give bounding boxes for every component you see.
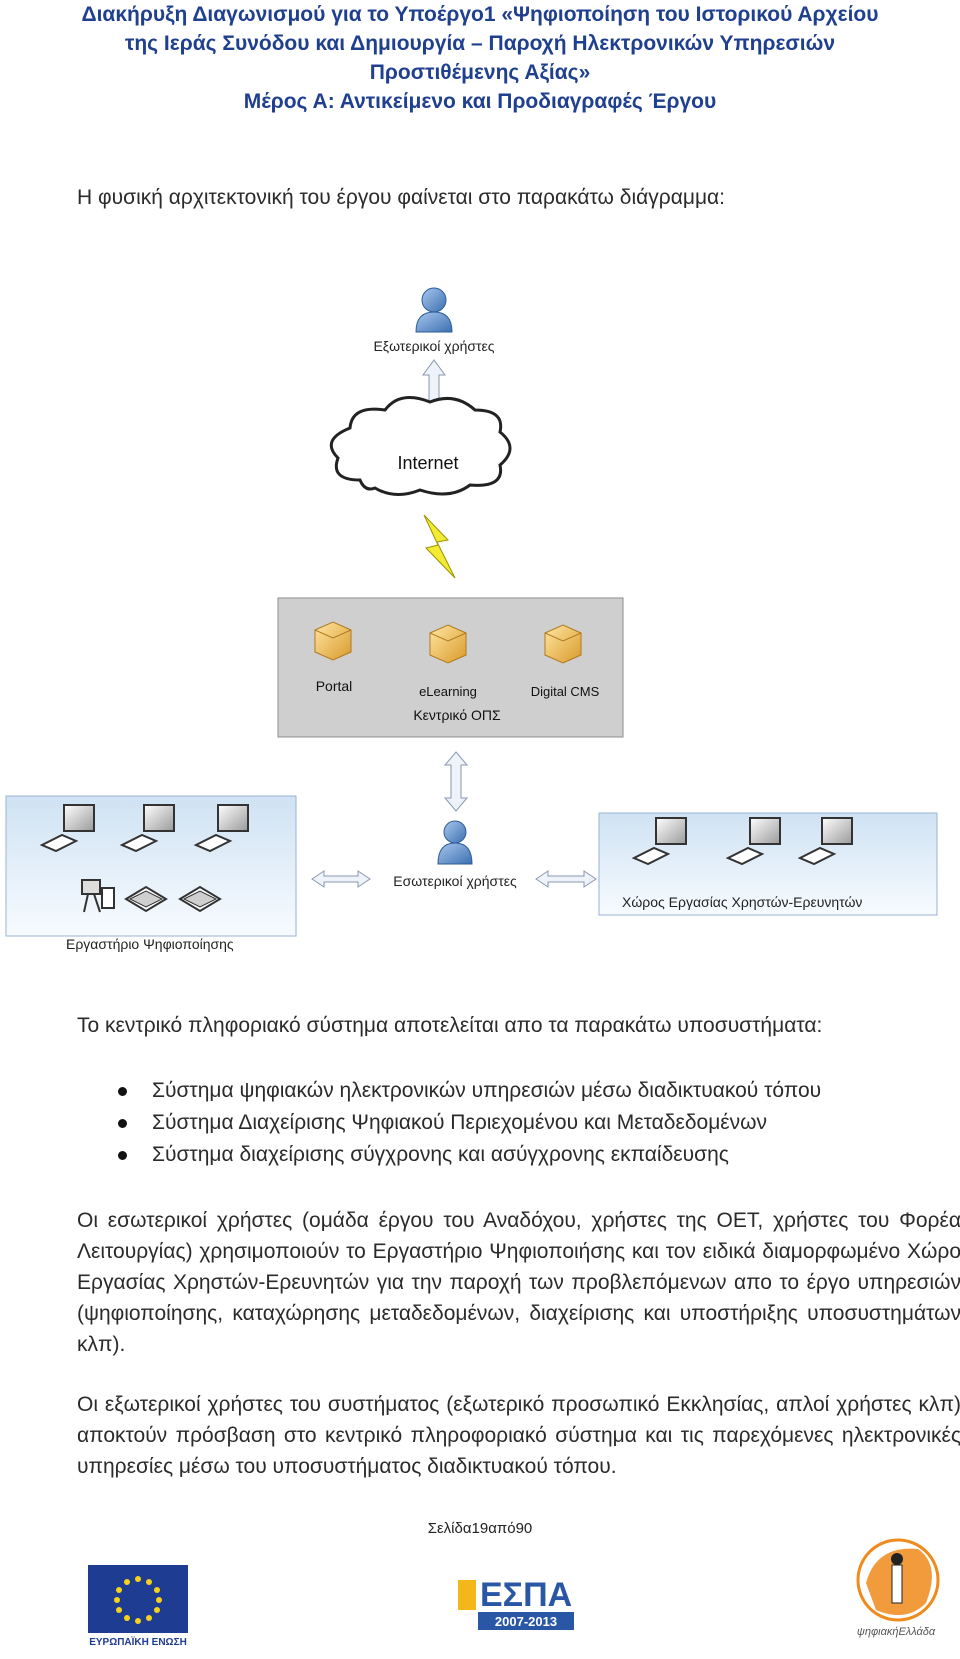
researchers-area-label: Χώρος Εργασίας Χρηστών-Ερευνητών <box>622 894 862 910</box>
header-line-4: Μέρος Α: Αντικείμενο και Προδιαγραφές Έρ… <box>243 90 717 113</box>
double-arrow-icon <box>535 870 597 888</box>
computer-icon <box>725 817 781 866</box>
digital-cms-label: Digital CMS <box>531 684 600 699</box>
computer-icon <box>797 817 853 866</box>
document-header: Διακήρυξη Διαγωνισμού για το Υποέργο1 «Ψ… <box>40 0 920 116</box>
eu-logo-label: ΕΥΡΩΠΑΪΚΗ ΕΝΩΣΗ <box>89 1635 187 1648</box>
scanner-camera-icon <box>81 879 115 913</box>
lightning-icon <box>423 514 456 579</box>
header-line-2: της Ιεράς Συνόδου και Δημιουργία – Παροχ… <box>124 32 836 55</box>
header-line-1: Διακήρυξη Διαγωνισμού για το Υποέργο1 «Ψ… <box>81 3 879 26</box>
architecture-diagram: Εξωτερικοί χρήστες Internet Portal eLear… <box>5 287 938 952</box>
espa-logo-label: ΕΣΠΑ <box>480 1576 572 1614</box>
list-item: Σύστημα διαχείρισης σύγχρονης και ασύγχρ… <box>110 1139 821 1171</box>
internal-users-label: Εσωτερικοί χρήστες <box>393 873 517 889</box>
digital-greece-label: ψηφιακήΕλλάδα <box>857 1626 936 1638</box>
portal-package-icon <box>314 621 352 661</box>
scanner-icon <box>124 885 168 913</box>
computer-icon <box>39 804 95 853</box>
intro-text: Η φυσική αρχιτεκτονική του έργου φαίνετα… <box>77 186 726 209</box>
list-item-text: Σύστημα Διαχείρισης Ψηφιακού Περιεχομένο… <box>152 1111 768 1134</box>
header-line-3: Προστιθέμενης Αξίας» <box>369 61 591 84</box>
internet-label: Internet <box>397 453 458 473</box>
bullet-icon <box>118 1151 127 1160</box>
list-item: Σύστημα ψηφιακών ηλεκτρονικών υπηρεσιών … <box>110 1075 821 1107</box>
elearning-package-icon <box>429 624 467 664</box>
computer-icon <box>193 804 249 853</box>
list-item: Σύστημα Διαχείρισης Ψηφιακού Περιεχομένο… <box>110 1107 821 1139</box>
digital-greece-logo: ψηφιακήΕλλάδα <box>846 1535 946 1653</box>
central-system-label: Κεντρικό ΟΠΣ <box>413 707 501 723</box>
internal-user-icon <box>437 820 473 865</box>
external-user-icon <box>415 287 453 333</box>
page-number: Σελίδα19από90 <box>427 1520 533 1537</box>
bullet-icon <box>118 1119 127 1128</box>
list-item-text: Σύστημα διαχείρισης σύγχρονης και ασύγχρ… <box>152 1143 729 1166</box>
espa-years-label: 2007-2013 <box>495 1614 557 1629</box>
paragraph-internal-users: Οι εσωτερικοί χρήστες (ομάδα έργου του Α… <box>77 1209 960 1356</box>
subsystems-intro-text: Το κεντρικό πληφοριακό σύστημα αποτελείτ… <box>77 1014 823 1037</box>
computer-icon <box>631 817 687 866</box>
external-users-label: Εξωτερικοί χρήστες <box>373 338 494 354</box>
scanner-icon <box>178 885 222 913</box>
computer-icon <box>119 804 175 853</box>
digital-cms-package-icon <box>544 624 582 664</box>
double-arrow-icon <box>311 870 371 888</box>
double-arrow-icon <box>443 751 469 812</box>
paragraph-external-users: Οι εξωτερικοί χρήστες του συστήματος (εξ… <box>77 1393 960 1478</box>
bullet-icon <box>118 1087 127 1096</box>
portal-label: Portal <box>316 678 353 694</box>
internet-cloud-icon <box>329 396 512 496</box>
digitization-lab-label: Εργαστήριο Ψηφιοποίησης <box>66 936 234 952</box>
espa-logo: ΕΣΠΑ 2007-2013 <box>458 1572 574 1642</box>
elearning-label: eLearning <box>419 684 477 699</box>
list-item-text: Σύστημα ψηφιακών ηλεκτρονικών υπηρεσιών … <box>152 1079 822 1102</box>
eu-logo: ΕΥΡΩΠΑΪΚΗ ΕΝΩΣΗ <box>88 1565 188 1653</box>
central-system-box <box>277 597 624 738</box>
subsystems-list: Σύστημα ψηφιακών ηλεκτρονικών υπηρεσιών … <box>110 1075 821 1171</box>
